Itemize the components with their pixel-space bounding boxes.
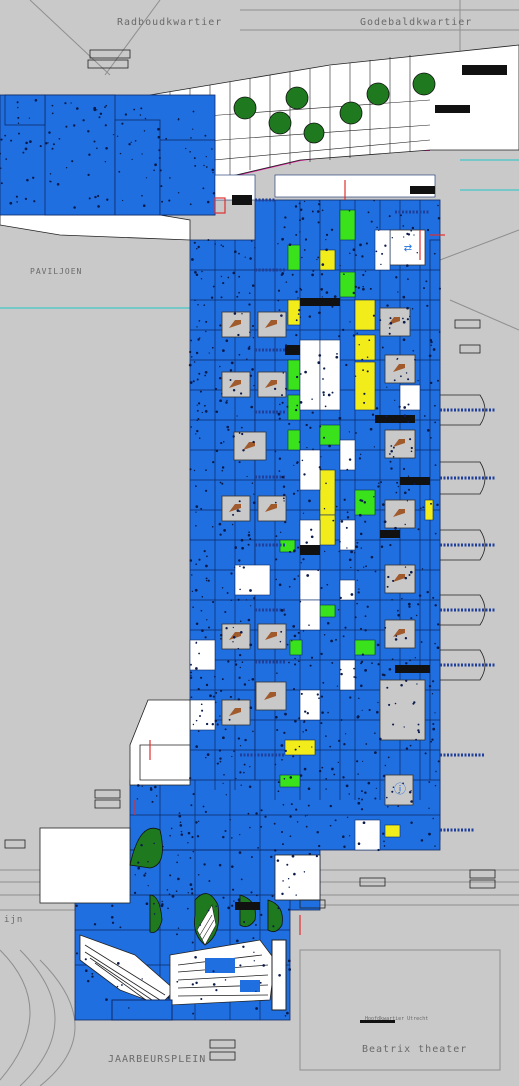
label-scale-caption: Hoofdkwartier Utrecht (365, 1016, 429, 1022)
black-walls (232, 65, 507, 1023)
vacant-cells (189, 174, 436, 851)
label-north-right: Godebaldkwartier (360, 17, 473, 28)
label-west-street: PAVILJOEN (30, 267, 83, 276)
red-markings (134, 180, 445, 935)
label-north-left: Radboudkwartier (117, 17, 223, 28)
svg-text:⇄: ⇄ (404, 243, 412, 254)
green-cells (279, 209, 376, 788)
yellow-cells (284, 249, 434, 838)
svg-text:ⓘ: ⓘ (394, 782, 406, 796)
label-south-square: JAARBEURSPLEIN (108, 1054, 207, 1065)
label-south-theatre: Beatrix theater (362, 1044, 468, 1055)
label-small-west: ijn (4, 915, 24, 925)
escalator-icons: ⓘ ⇄ (229, 243, 412, 796)
stairs (240, 198, 495, 832)
occupancy-dots (0, 99, 441, 1017)
southwest-white (39, 699, 321, 904)
